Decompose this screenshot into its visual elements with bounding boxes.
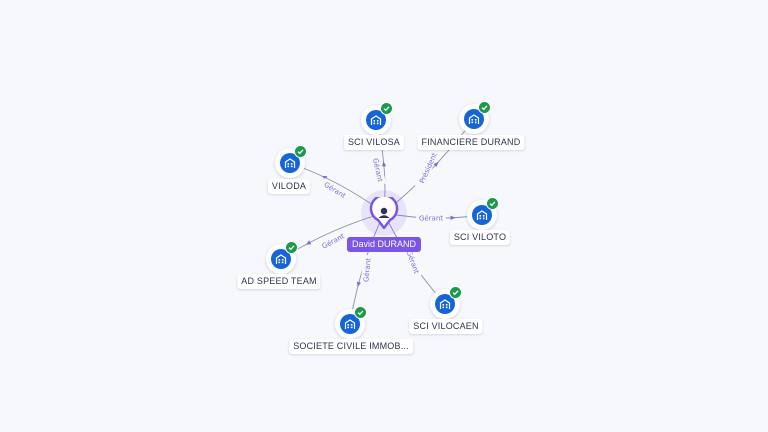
person-label[interactable]: David DURAND [346, 237, 422, 252]
building-icon [464, 109, 484, 129]
edge-label-group-societe-civile: Gérant [360, 254, 373, 286]
person-node[interactable] [368, 194, 400, 231]
building-icon [280, 153, 300, 173]
company-label-viloda[interactable]: VILODA [267, 179, 311, 194]
edge-arrow-societe-civile [356, 281, 362, 287]
company-label-financiere-durand[interactable]: FINANCIERE DURAND [417, 135, 525, 150]
edge-arrow-sci-viloto [450, 215, 456, 221]
verified-check-icon [449, 286, 462, 299]
verified-check-icon [354, 306, 367, 319]
company-node-financiere-durand[interactable] [459, 101, 491, 134]
verified-check-icon [478, 101, 491, 114]
building-icon [366, 110, 386, 130]
edge-label-group-financiere-durand: Président [414, 146, 441, 190]
verified-check-icon [294, 145, 307, 158]
edge-label: Président [418, 151, 439, 184]
company-node-sci-vilocaen[interactable] [430, 286, 462, 319]
company-label-sci-vilosa[interactable]: SCI VILOSA [343, 135, 405, 150]
company-node-viloda[interactable] [275, 145, 307, 178]
edge-label: Gérant [419, 215, 443, 223]
edge-label: Gérant [322, 181, 347, 201]
company-node-ad-speed-team[interactable] [266, 241, 298, 274]
edge-label-group-sci-viloto: Gérant [416, 213, 446, 223]
company-label-sci-viloto[interactable]: SCI VILOTO [449, 230, 511, 245]
company-label-ad-speed-team[interactable]: AD SPEED TEAM [237, 274, 321, 289]
edge-label: Gérant [362, 257, 372, 282]
company-node-societe-civile[interactable] [335, 306, 367, 339]
verified-check-icon [285, 241, 298, 254]
building-icon [435, 294, 455, 314]
person-icon [380, 207, 388, 215]
edge-arrow-ad-speed-team [305, 240, 312, 245]
company-label-sci-vilocaen[interactable]: SCI VILOCAEN [409, 319, 483, 334]
edge-label: Gérant [371, 157, 384, 182]
building-icon [340, 314, 360, 334]
company-node-sci-viloto[interactable] [467, 197, 499, 230]
edge-label-group-ad-speed-team: Gérant [317, 229, 349, 252]
person-pin-icon [369, 194, 399, 231]
edge-arrow-viloda [321, 175, 328, 181]
building-icon [472, 205, 492, 225]
building-icon [271, 249, 291, 269]
company-label-societe-civile[interactable]: SOCIETE CIVILE IMMOB... [289, 339, 413, 354]
company-node-sci-vilosa[interactable] [361, 102, 393, 135]
verified-check-icon [486, 197, 499, 210]
edge-label-group-viloda: Gérant [320, 177, 351, 202]
edge-arrow-financiere-durand [433, 161, 439, 168]
edge-arrow-sci-vilosa [381, 161, 387, 167]
verified-check-icon [380, 102, 393, 115]
